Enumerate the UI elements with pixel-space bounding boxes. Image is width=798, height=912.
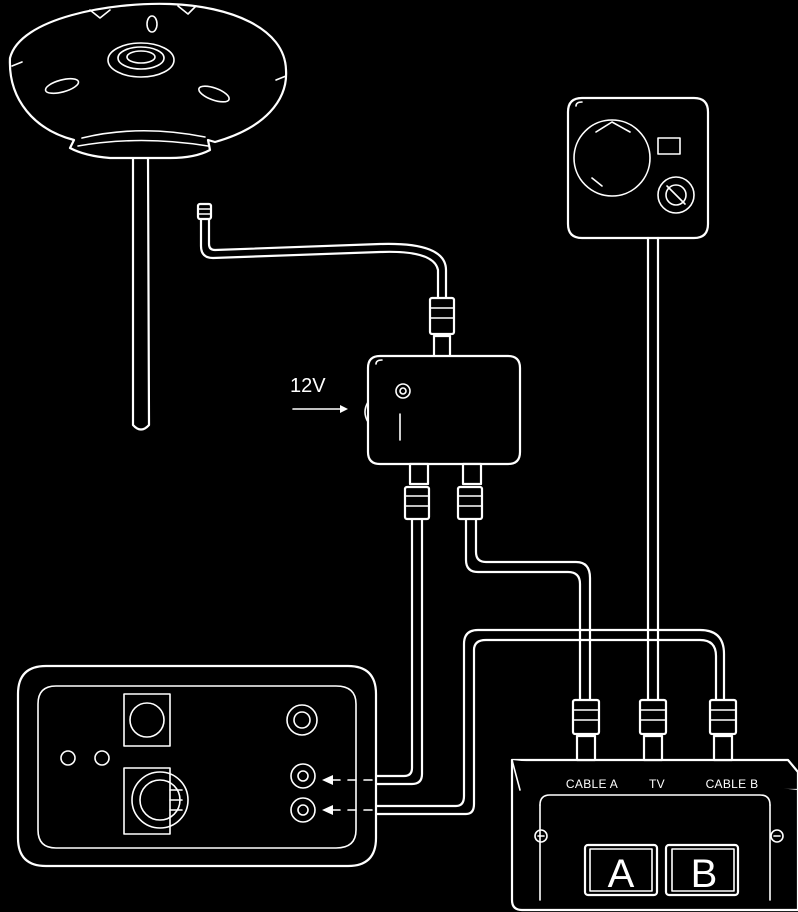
- cable-b: [374, 628, 726, 816]
- rf-input-1-icon: [290, 763, 316, 789]
- voltage-arrow: [292, 405, 348, 413]
- button-b-label: B: [691, 852, 718, 896]
- button-b[interactable]: B: [664, 843, 740, 897]
- tv-cable: [646, 236, 660, 702]
- control-knob-icon: [573, 119, 651, 197]
- voltage-label: 12V: [290, 375, 326, 397]
- rf-input-2-icon: [290, 797, 316, 823]
- cable-b-label: CABLE B: [706, 777, 759, 791]
- antenna-dish: [8, 2, 288, 160]
- button-a[interactable]: A: [583, 843, 659, 897]
- switch-port-connectors: [571, 698, 738, 762]
- antenna: [8, 2, 288, 431]
- splitter-input-connector: [428, 296, 456, 336]
- button-a-label: A: [608, 852, 635, 896]
- cable-a: [456, 485, 592, 702]
- indicator-light-icon: [657, 137, 681, 155]
- antenna-lead-cable: [196, 202, 456, 360]
- din-connector-icon: [131, 771, 189, 829]
- cable-a-label: CABLE A: [566, 777, 618, 791]
- antenna-mast: [131, 153, 151, 431]
- rf-input-arrows: [322, 775, 373, 815]
- coax-port-icon: [657, 176, 695, 214]
- receiver-back-panel: [16, 664, 378, 868]
- tv-control-unit: [566, 96, 710, 240]
- square-socket-icon: [123, 693, 171, 747]
- tv-label: TV: [649, 777, 665, 791]
- receiver-feed-cable: [374, 485, 431, 786]
- splitter-box: [364, 354, 522, 486]
